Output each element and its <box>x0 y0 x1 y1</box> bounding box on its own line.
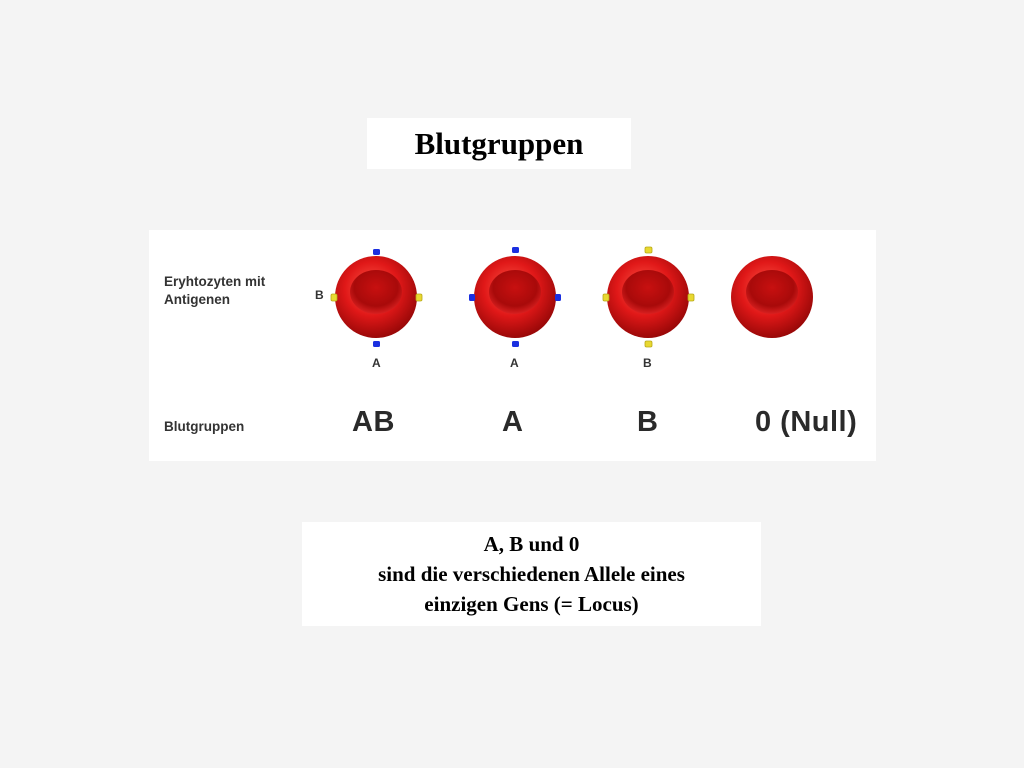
cell-b <box>602 246 695 348</box>
caption-line3: einzigen Gens (= Locus) <box>424 592 639 616</box>
erythrocyte-0-dimple <box>746 270 798 314</box>
antigen-a-label: A <box>372 356 381 370</box>
antigen-b-marker <box>644 340 653 348</box>
antigen-b-marker <box>602 293 610 302</box>
slide-title: Blutgruppen <box>414 125 584 161</box>
antigen-b-marker <box>687 293 695 302</box>
antigen-b-marker <box>415 293 423 302</box>
antigen-a-marker <box>512 247 519 253</box>
antigen-a-marker <box>512 341 519 347</box>
blood-group-diagram: Eryhtozyten mit Antigenen B A A B Blutgr… <box>149 230 876 461</box>
caption-line2: sind die verschiedenen Allele eines <box>378 562 685 586</box>
cell-0 <box>731 256 813 338</box>
antigen-a-marker <box>373 249 380 255</box>
erythrocytes-row-label: Eryhtozyten mit Antigenen <box>164 273 265 309</box>
group-label-ab: AB <box>352 406 395 438</box>
antigen-b-label: B <box>643 356 652 370</box>
erythrocyte-b-dimple <box>622 270 674 314</box>
group-label-a: A <box>502 406 524 438</box>
antigen-b-label: B <box>315 288 324 302</box>
caption-line1: A, B und 0 <box>483 532 580 556</box>
title-box: Blutgruppen <box>367 118 631 169</box>
antigen-a-marker <box>373 341 380 347</box>
caption-box: A, B und 0 sind die verschiedenen Allele… <box>302 522 761 626</box>
antigen-a-marker <box>469 294 475 301</box>
antigen-a-marker <box>555 294 561 301</box>
erythrocyte-ab-dimple <box>350 270 402 314</box>
group-label-0: 0 (Null) <box>755 406 858 438</box>
erythrocyte-illustration <box>330 246 813 348</box>
erythrocytes-label-line1: Eryhtozyten mit <box>164 274 266 289</box>
antigen-a-label: A <box>510 356 519 370</box>
erythrocytes-label-line2: Antigenen <box>164 292 230 307</box>
cell-a <box>469 247 561 347</box>
antigen-b-marker <box>644 246 653 254</box>
blood-groups-row-label: Blutgruppen <box>164 419 245 434</box>
cell-ab <box>330 249 423 347</box>
group-label-b: B <box>637 406 659 438</box>
erythrocyte-a-dimple <box>489 270 541 314</box>
antigen-b-marker <box>330 293 338 302</box>
